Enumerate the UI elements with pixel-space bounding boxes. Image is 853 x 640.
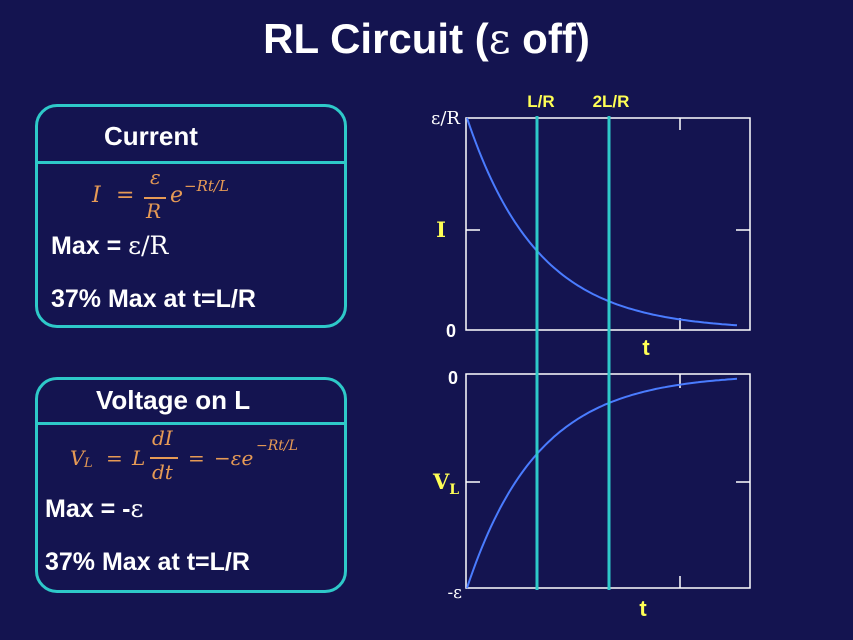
current-heading-text: Current — [104, 121, 198, 151]
current-note: 37% Max at t=L/R — [51, 285, 256, 313]
formula-equals: = — [116, 183, 135, 208]
title-suffix: off) — [510, 15, 590, 62]
top-y-max-label: ε/R — [431, 108, 460, 129]
formula-numerator: dI — [152, 426, 173, 450]
voltage-max: Max = -ε — [45, 494, 143, 524]
bottom-x-label: t — [639, 596, 647, 621]
current-heading: Current — [38, 107, 344, 164]
formula-exponent: −Rt/L — [184, 177, 229, 195]
voltage-note: 37% Max at t=L/R — [45, 548, 250, 576]
formula-equals-2: = — [188, 446, 205, 470]
page-title: RL Circuit (ε off) — [0, 14, 853, 63]
bottom-y-mid-label: VL — [432, 469, 459, 498]
voltage-max-label: Max = - — [45, 495, 131, 523]
voltage-heading: Voltage on L — [38, 380, 344, 425]
title-text: RL Circuit ( — [263, 15, 489, 62]
formula-exponent: −Rt/L — [256, 438, 298, 454]
fraction-bar — [150, 457, 178, 459]
formula-lhs: I — [92, 183, 101, 208]
current-box: Current I = ε R e −Rt/L Max = ε/R 37% Ma… — [35, 104, 347, 328]
formula-rhs: −εe — [214, 446, 254, 470]
voltage-max-value: ε — [130, 494, 144, 523]
top-y-zero-label: 0 — [446, 321, 456, 341]
voltage-box: Voltage on L V L = L dI dt = −εe −Rt/L M… — [35, 377, 347, 593]
current-max-value: ε/R — [128, 231, 169, 260]
bottom-y-zero-label: 0 — [448, 368, 458, 388]
bottom-y-mid-main: V — [432, 469, 450, 494]
bottom-y-min-label: -ε — [447, 583, 462, 603]
voltage-heading-text: Voltage on L — [96, 385, 251, 415]
formula-numerator: ε — [150, 165, 161, 189]
marker-label-2lr: 2L/R — [593, 92, 630, 111]
formula-equals: = — [106, 446, 123, 470]
current-max: Max = ε/R — [51, 231, 168, 261]
marker-label-lr: L/R — [527, 92, 554, 111]
top-x-label: t — [642, 335, 650, 360]
formula-exp-base: e — [170, 183, 184, 208]
formula-lhs-subscript: L — [84, 456, 93, 471]
current-max-label: Max = — [51, 232, 129, 260]
top-y-mid-label: I — [436, 217, 446, 242]
current-formula: I = ε R e −Rt/L — [92, 165, 292, 227]
formula-denominator: R — [146, 199, 162, 223]
formula-lhs: V — [70, 446, 85, 470]
fraction-bar — [144, 197, 166, 199]
title-epsilon: ε — [488, 14, 511, 63]
voltage-formula: V L = L dI dt = −εe −Rt/L — [70, 426, 330, 488]
voltage-curve — [466, 377, 738, 589]
formula-denominator: dt — [152, 460, 173, 484]
current-decay-curve — [466, 117, 738, 327]
bottom-y-mid-sub: L — [449, 482, 459, 498]
formula-L: L — [132, 446, 146, 470]
